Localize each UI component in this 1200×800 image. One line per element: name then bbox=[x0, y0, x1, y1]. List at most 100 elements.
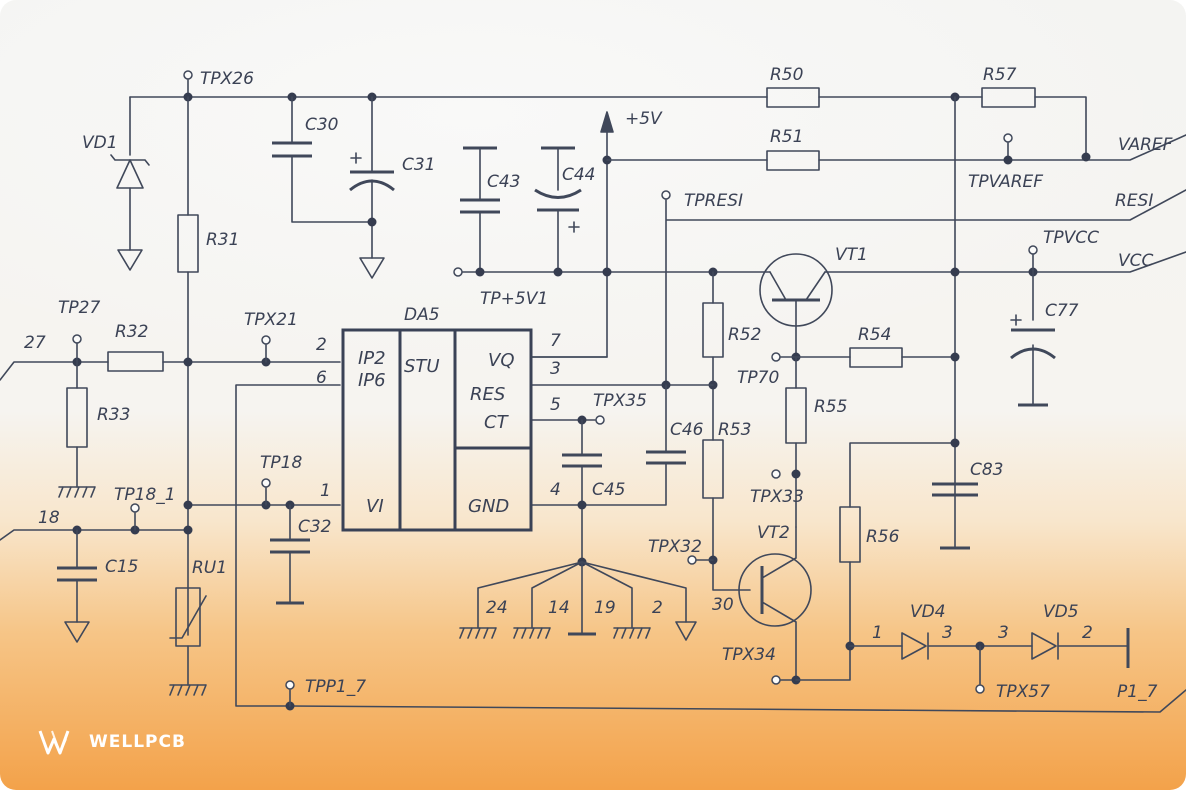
testpoint-tp27 bbox=[72, 334, 82, 344]
junction bbox=[950, 267, 960, 277]
label-tp5v1: TP+5V1 bbox=[480, 289, 548, 309]
c46-wire bbox=[531, 384, 667, 506]
tpresi-wire bbox=[665, 189, 1186, 386]
junction bbox=[602, 267, 612, 277]
label-r32: R32 bbox=[115, 322, 148, 342]
label-n18: 18 bbox=[38, 508, 60, 528]
n27-wire bbox=[0, 361, 341, 381]
label-da5: DA5 bbox=[404, 305, 440, 325]
label-vd4-pin1: 1 bbox=[872, 623, 883, 643]
testpoint-tpp1-7 bbox=[285, 680, 295, 690]
vt2-emitter-wire bbox=[795, 645, 851, 681]
label-vt1: VT1 bbox=[835, 245, 868, 265]
ground-symbol bbox=[459, 627, 497, 639]
label-ground-19: 19 bbox=[594, 598, 616, 618]
capacitor-c32 bbox=[270, 538, 310, 605]
schematic-card: TPX26 VD1 C30 C31 R31 R50 R57 R51 +5V VA… bbox=[0, 0, 1186, 790]
label-tpresi: TPRESI bbox=[684, 191, 743, 211]
capacitor-c44 bbox=[534, 146, 582, 212]
junction bbox=[950, 352, 960, 362]
chip-pin-7: 7 bbox=[550, 331, 561, 351]
ground-fan-wire bbox=[477, 561, 687, 635]
n18-wire bbox=[0, 529, 189, 541]
label-vd4: VD4 bbox=[910, 602, 946, 622]
ground-symbol bbox=[117, 249, 143, 271]
label-tpx32: TPX32 bbox=[648, 537, 702, 557]
label-c30: C30 bbox=[305, 115, 339, 135]
resistor-r33 bbox=[66, 387, 88, 448]
diode-vd4 bbox=[901, 632, 929, 660]
label-r54: R54 bbox=[858, 325, 891, 345]
chip-pin-6: 6 bbox=[316, 368, 327, 388]
label-tpx35: TPX35 bbox=[593, 391, 647, 411]
chip-label-ip2: IP2 bbox=[358, 348, 386, 369]
testpoint-tpx32 bbox=[687, 555, 697, 565]
label-tpvcc: TPVCC bbox=[1043, 228, 1099, 248]
wellpcb-logo: WELLPCB bbox=[38, 727, 186, 757]
label-vd5-pin3: 3 bbox=[998, 623, 1009, 643]
chip-label-vi: VI bbox=[366, 496, 384, 517]
junction bbox=[1003, 155, 1013, 165]
resistor-r56 bbox=[839, 506, 861, 563]
label-r57: R57 bbox=[983, 65, 1017, 85]
chip-pin-2: 2 bbox=[316, 335, 327, 355]
c30-wire bbox=[291, 96, 373, 223]
label-c31: C31 bbox=[402, 155, 436, 175]
testpoint-tpx33 bbox=[771, 469, 781, 479]
junction bbox=[577, 500, 587, 510]
capacitor-c43 bbox=[460, 146, 500, 214]
chip-label-ip6: IP6 bbox=[358, 370, 386, 391]
label-r51: R51 bbox=[770, 127, 803, 147]
label-c77: C77 bbox=[1045, 301, 1079, 321]
label-r55: R55 bbox=[814, 397, 847, 417]
ground-symbol bbox=[675, 621, 697, 641]
varistor-slash bbox=[169, 595, 207, 639]
testpoint-tp18 bbox=[261, 478, 271, 488]
chip-da5 bbox=[341, 328, 533, 532]
vt2-leads bbox=[761, 526, 797, 681]
circuit-schematic: TPX26 VD1 C30 C31 R31 R50 R57 R51 +5V VA… bbox=[0, 65, 1186, 713]
vt1-leads bbox=[769, 271, 826, 358]
label-c45: C45 bbox=[592, 480, 626, 500]
junction bbox=[183, 357, 193, 367]
testpoint-tpx34 bbox=[771, 675, 781, 685]
resistor-r57 bbox=[981, 87, 1036, 108]
resistor-r53 bbox=[702, 439, 724, 499]
label-tp27: TP27 bbox=[58, 298, 100, 318]
label-tpx26: TPX26 bbox=[200, 69, 254, 89]
label-ground-2: 2 bbox=[652, 598, 663, 618]
chip-label-gnd: GND bbox=[468, 496, 509, 517]
junction bbox=[791, 469, 801, 479]
ground-symbol bbox=[513, 627, 551, 639]
capacitor-c77 bbox=[1010, 328, 1056, 407]
pin6-wire bbox=[235, 384, 1186, 713]
label-tpx33: TPX33 bbox=[750, 487, 804, 507]
vd1-diode bbox=[110, 154, 150, 189]
wellpcb-logo-icon bbox=[38, 730, 70, 755]
junction bbox=[1081, 152, 1091, 162]
vcc-wire bbox=[461, 251, 1186, 273]
chip-pin-5: 5 bbox=[550, 395, 561, 415]
label-tpx57: TPX57 bbox=[996, 682, 1050, 702]
junction bbox=[950, 438, 960, 448]
junction bbox=[183, 500, 193, 510]
label-c83: C83 bbox=[970, 460, 1004, 480]
ground-symbol bbox=[359, 257, 385, 279]
testpoint-tp5v1 bbox=[453, 267, 463, 277]
capacitor-c31-curve bbox=[349, 179, 395, 192]
label-r31: R31 bbox=[206, 230, 239, 250]
label-tpvaref: TPVAREF bbox=[968, 172, 1043, 192]
label-c44: C44 bbox=[562, 165, 596, 185]
label-r53: R53 bbox=[718, 420, 751, 440]
ground-symbol bbox=[64, 621, 90, 643]
label-ground-24: 24 bbox=[486, 598, 508, 618]
label-vcc: VCC bbox=[1118, 251, 1153, 271]
label-tpp1-7: TPP1_7 bbox=[305, 677, 366, 697]
r51-wire bbox=[606, 134, 1186, 161]
capacitor-c83 bbox=[932, 482, 978, 550]
testpoint-tpx21 bbox=[261, 335, 271, 345]
chip-label-stu: STU bbox=[404, 356, 440, 377]
testpoint-tpresi bbox=[661, 190, 671, 200]
chip-label-vq: VQ bbox=[488, 350, 514, 371]
diode-vd5 bbox=[1031, 632, 1059, 660]
